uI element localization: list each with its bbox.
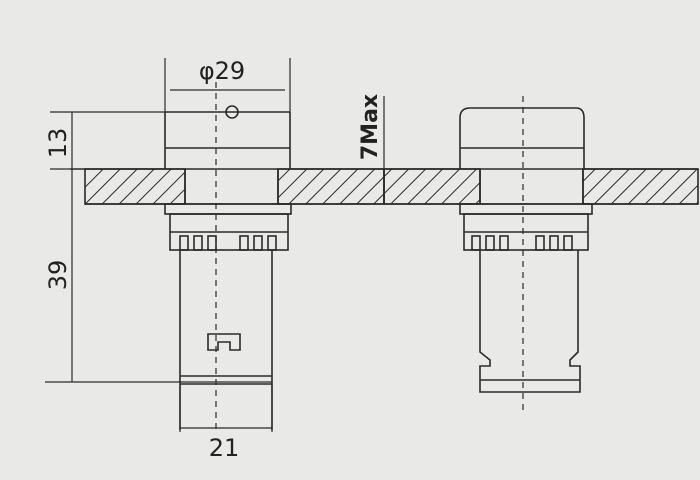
right-component xyxy=(459,107,593,393)
height-body-label: 39 xyxy=(44,260,72,291)
dimension-lines xyxy=(45,58,385,432)
height-top-label: 13 xyxy=(44,128,72,159)
panel-max-label: 7Max xyxy=(358,94,383,160)
mounting-panel xyxy=(70,168,699,205)
width-body-label: 21 xyxy=(209,434,240,462)
right-nut-teeth xyxy=(471,235,573,251)
indicator-dot-icon xyxy=(225,105,239,119)
diameter-label: φ29 xyxy=(199,57,245,85)
nut-teeth xyxy=(179,235,277,251)
